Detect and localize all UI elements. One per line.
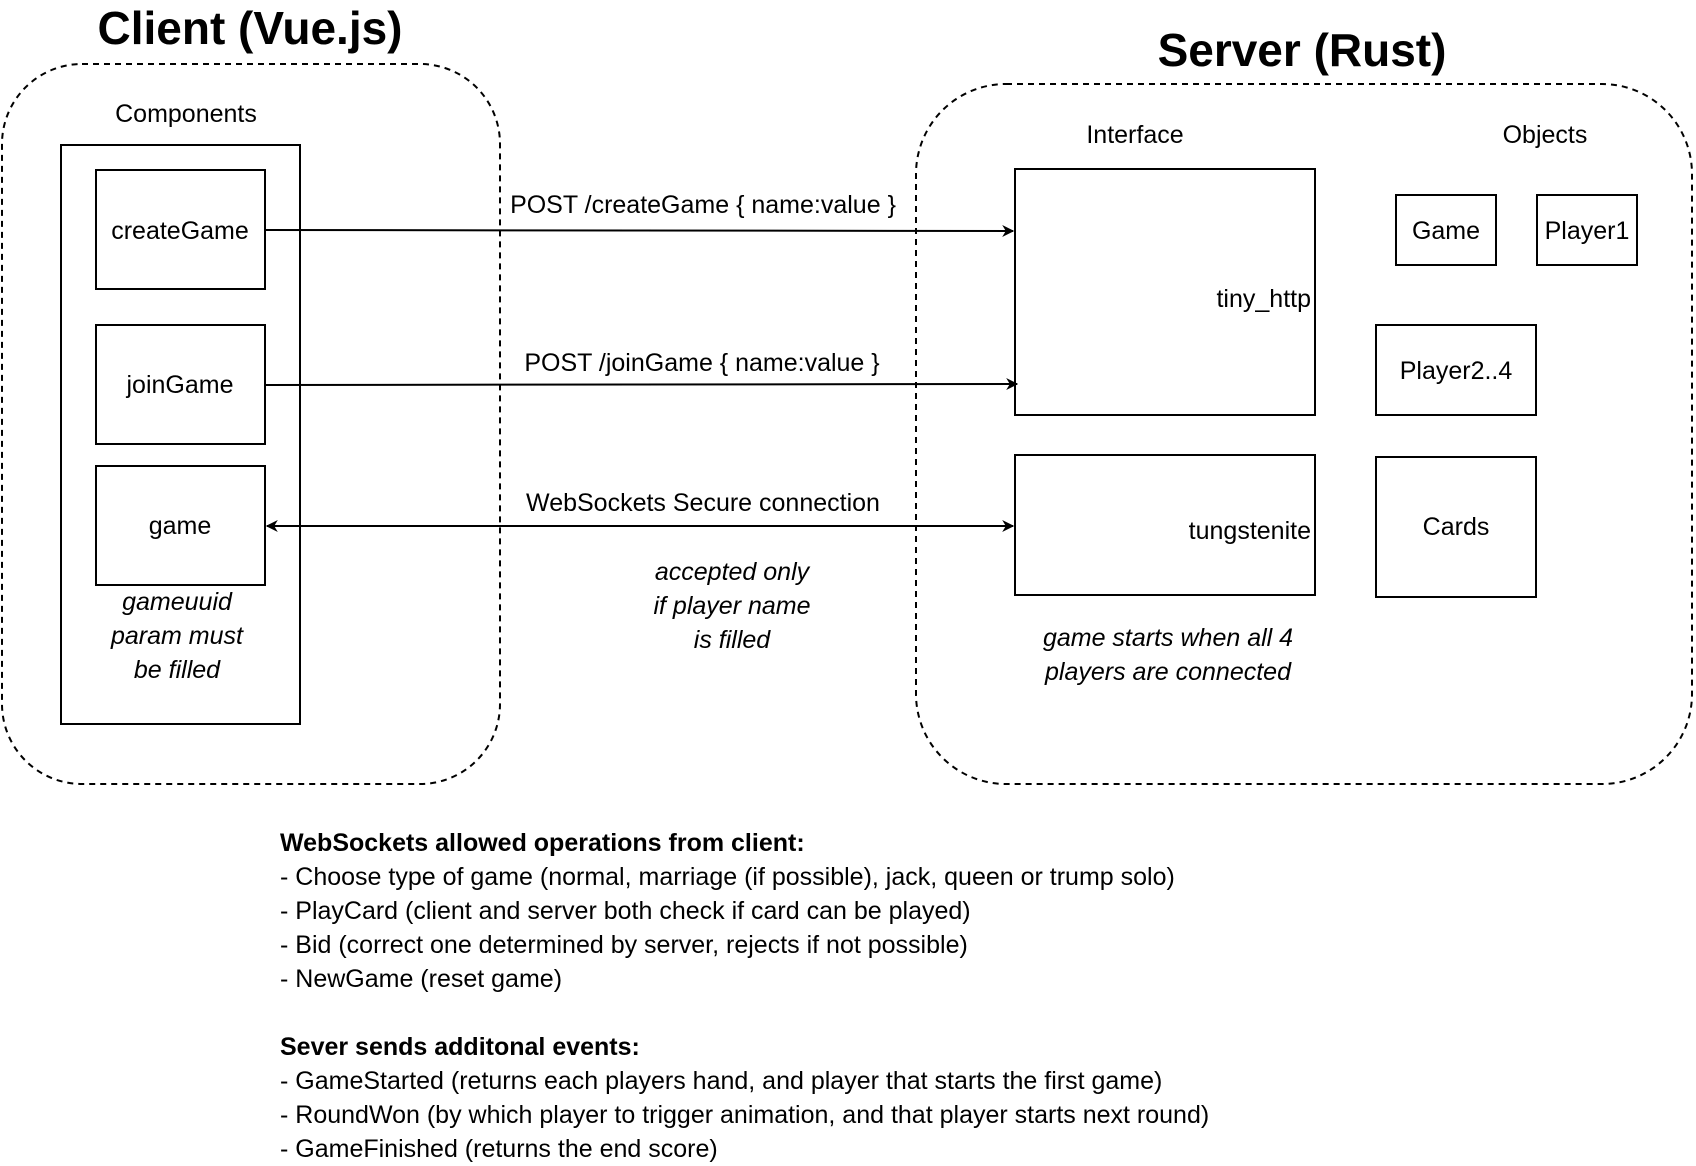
interface-tiny-http: tiny_http — [1014, 168, 1316, 416]
object-cards-label: Cards — [1423, 513, 1490, 541]
component-join-game: joinGame — [95, 324, 266, 445]
server-title: Server (Rust) — [1158, 24, 1447, 76]
component-create-game: createGame — [95, 169, 266, 290]
create-game-request-label: POST /createGame { name:value } — [510, 191, 896, 219]
object-player1-label: Player1 — [1545, 217, 1630, 245]
component-game-label: game — [149, 512, 212, 540]
client-boundary — [1, 63, 501, 785]
client-op-item: - Bid (correct one determined by server,… — [280, 931, 968, 959]
connection-websocket: WebSockets Secure connection — [265, 489, 1015, 532]
websocket-note: accepted only if player name is filled — [653, 558, 810, 654]
interface-tungstenite: tungstenite — [1014, 454, 1316, 596]
object-cards: Cards — [1375, 456, 1537, 598]
object-game-label: Game — [1412, 217, 1480, 245]
client-op-item: - Choose type of game (normal, marriage … — [280, 863, 1175, 891]
websocket-connection-label: WebSockets Secure connection — [526, 489, 880, 517]
ws-note-line: is filled — [694, 626, 772, 654]
client-op-item: - NewGame (reset game) — [280, 965, 563, 993]
server-events-heading: Sever sends additonal events: — [280, 1033, 640, 1061]
object-players-label: Player2..4 — [1400, 357, 1513, 385]
game-note-line: param must — [110, 622, 244, 650]
interface-label: Interface — [1086, 121, 1183, 149]
game-note-line: be filled — [134, 656, 221, 684]
ws-note-line: if player name — [653, 592, 810, 620]
component-create-game-label: createGame — [111, 217, 249, 245]
client-ops-heading: WebSockets allowed operations from clien… — [280, 829, 805, 857]
component-game: game — [95, 465, 266, 586]
notes-block: WebSockets allowed operations from clien… — [280, 826, 1209, 1166]
object-game: Game — [1395, 194, 1497, 266]
components-label: Components — [115, 100, 257, 128]
client-op-item: - PlayCard (client and server both check… — [280, 897, 971, 925]
start-note-line: players are connected — [1044, 658, 1292, 686]
tungstenite-label: tungstenite — [1189, 517, 1311, 545]
client-title: Client (Vue.js) — [98, 2, 403, 54]
component-join-game-label: joinGame — [126, 371, 234, 399]
tiny-http-label: tiny_http — [1216, 285, 1311, 313]
objects-label: Objects — [1503, 121, 1588, 149]
server-event-item: - GameStarted (returns each players hand… — [280, 1067, 1163, 1095]
notes-spacer — [280, 996, 1209, 1030]
server-event-item: - GameFinished (returns the end score) — [280, 1135, 718, 1163]
object-player1: Player1 — [1536, 194, 1638, 266]
game-start-note: game starts when all 4 players are conne… — [1043, 624, 1293, 686]
connection-join-game: POST /joinGame { name:value } — [264, 349, 1019, 391]
connection-create-game: POST /createGame { name:value } — [264, 191, 1015, 237]
server-event-item: - RoundWon (by which player to trigger a… — [280, 1101, 1210, 1129]
ws-note-line: accepted only — [655, 558, 811, 586]
object-players: Player2..4 — [1375, 324, 1537, 416]
game-note-line: gameuuid — [122, 588, 233, 616]
server-boundary — [915, 83, 1693, 785]
join-game-request-label: POST /joinGame { name:value } — [524, 349, 879, 377]
game-component-note: gameuuid param must be filled — [110, 588, 244, 684]
start-note-line: game starts when all 4 — [1043, 624, 1293, 652]
